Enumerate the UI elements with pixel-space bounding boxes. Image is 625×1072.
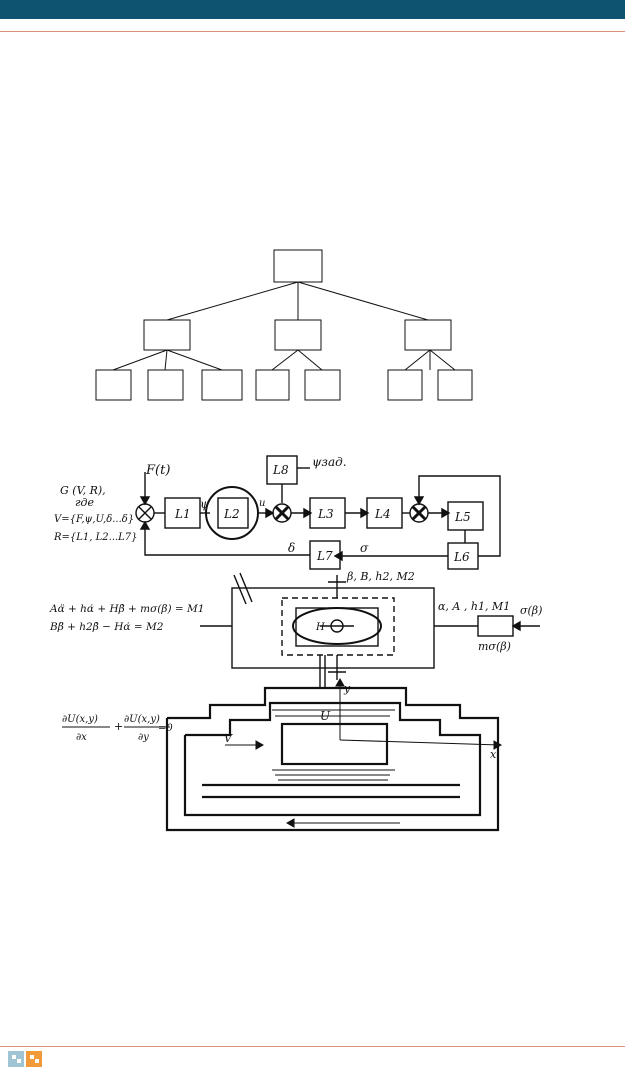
tree-leaf xyxy=(147,369,184,401)
equation-numerator-2: ∂U(x,y) xyxy=(124,714,160,725)
set-label: G (V, R), xyxy=(60,484,106,497)
delta-label: δ xyxy=(288,541,295,555)
gyro-params-right: α, A , h1, M1 xyxy=(438,600,510,613)
equation-zero: =0 xyxy=(158,723,173,734)
equation-numerator-1: ∂U(x,y) xyxy=(62,714,98,725)
equation-denominator-2: ∂y xyxy=(138,732,149,743)
block-l2-label: L2 xyxy=(223,507,240,521)
v-set-label: V={F,ψ,U,δ...δ} xyxy=(54,514,134,525)
header-bar xyxy=(0,0,625,19)
block-l2 xyxy=(217,497,249,529)
block-l4-label: L4 xyxy=(374,507,391,521)
inner-gimbal-dashed xyxy=(281,597,395,656)
tree-node-middle xyxy=(274,319,322,351)
axis-x-label: x xyxy=(490,748,497,761)
gyro-equation-1: Aα̈ + hα̇ + Hβ̇ + mσ(β) = M1 xyxy=(49,602,204,615)
publisher-logo-icon xyxy=(8,1051,42,1067)
equation-denominator-1: ∂x xyxy=(76,732,87,743)
rotor-ellipse xyxy=(292,607,382,645)
block-l8-label: L8 xyxy=(272,463,289,477)
equation-plus: + xyxy=(114,720,123,733)
tree-node-right xyxy=(404,319,452,351)
input-label: F(t) xyxy=(145,463,170,478)
tree-leaf xyxy=(387,369,423,401)
block-l6-label: L6 xyxy=(453,550,470,564)
sigma-label: σ xyxy=(360,541,369,555)
u-label: u xyxy=(259,498,265,509)
tree-leaf xyxy=(201,369,243,401)
tree-root-node xyxy=(273,249,323,283)
r-set-label: R={L1, L2...L7} xyxy=(53,532,138,543)
tree-diagram xyxy=(95,249,473,401)
axis-y-label: y xyxy=(343,682,351,695)
flow-v-label: V xyxy=(224,732,233,745)
m-sigma-beta-label: mσ(β) xyxy=(478,640,511,653)
tree-leaf xyxy=(255,369,290,401)
damper-box xyxy=(477,615,514,637)
psi-label: ψ xyxy=(200,497,210,511)
flow-u-label: U xyxy=(320,709,331,723)
block-l1-label: L1 xyxy=(174,507,191,521)
figure-canvas: F(t) G (V, R), где V={F,ψ,U,δ...δ} R={L1… xyxy=(49,249,542,832)
sigma-beta-label: σ(β) xyxy=(520,604,542,617)
block-l7-label: L7 xyxy=(316,549,333,563)
rotor-label: H xyxy=(315,622,325,633)
footer-rule xyxy=(0,1046,625,1047)
gyro-params-top: β, B, h2, M2 xyxy=(346,570,415,583)
outer-gimbal-frame xyxy=(231,587,435,669)
psi-set-label: ψзад. xyxy=(312,455,347,469)
flow-equation: ∂U(x,y) ∂x + ∂U(x,y) ∂y =0 xyxy=(62,714,173,743)
block-l3-label: L3 xyxy=(317,507,334,521)
gyro-equation-2: Bβ̈ + h2β̇ − Hα̇ = M2 xyxy=(49,620,164,633)
header-rule xyxy=(0,31,625,32)
tree-leaf xyxy=(95,369,132,401)
block-l5-label: L5 xyxy=(454,510,471,524)
gyro-assembly xyxy=(200,572,540,688)
flow-channel xyxy=(165,686,500,832)
tree-node-left xyxy=(143,319,191,351)
tree-leaf xyxy=(437,369,473,401)
flow-core xyxy=(280,722,389,766)
tree-leaf xyxy=(304,369,341,401)
where-label: где xyxy=(75,496,95,509)
block-diagram xyxy=(135,455,501,570)
